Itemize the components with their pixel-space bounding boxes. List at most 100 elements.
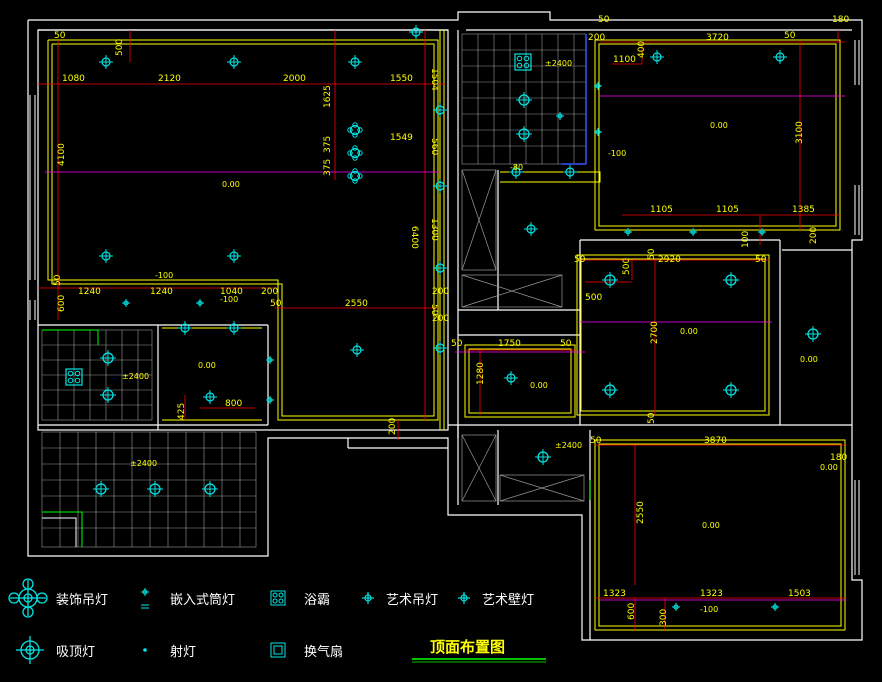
dim-label: 200	[588, 33, 605, 43]
dim-label: 1240	[78, 287, 101, 297]
dim-label: 200	[432, 287, 449, 297]
level-marks: 0.00 -100 ±2400 0.00 0.00 -100 ±2400 ±24…	[122, 59, 838, 614]
wardrobes	[461, 169, 585, 502]
dim-label: 2120	[158, 74, 181, 84]
dim-label: 1503	[788, 589, 811, 599]
level-label: 0.00	[702, 521, 720, 530]
walls	[27, 11, 863, 641]
bath-heater-icon	[270, 590, 286, 606]
legend: 装饰吊灯 嵌入式筒灯 浴霸 艺术吊灯 艺术壁灯 吸顶灯 射灯	[8, 578, 546, 664]
exhaust-fan-icon	[270, 642, 286, 658]
dim-label: 2550	[345, 299, 368, 309]
dim-label: 50	[53, 274, 63, 286]
legend-label: 浴霸	[304, 593, 330, 608]
dim-label: 50	[590, 436, 602, 446]
dimension-labels: 50 500 1080 2120 2000 1550 1504 1625 375…	[53, 15, 849, 626]
recessed-downlight-icon	[141, 588, 149, 609]
legend-label: 装饰吊灯	[56, 593, 108, 608]
dim-label: 1385	[792, 205, 815, 215]
legend-label: 嵌入式筒灯	[170, 592, 235, 608]
dim-label: 50	[647, 248, 657, 260]
dim-label: 1105	[716, 205, 739, 215]
ceiling-frames	[47, 30, 846, 631]
dim-label: 375	[323, 159, 333, 176]
level-label: 0.00	[800, 355, 818, 364]
level-label: 0.00	[222, 180, 240, 189]
dim-label: 1504	[429, 68, 439, 91]
dim-label: 600	[627, 603, 637, 620]
dim-label: 2000	[283, 74, 306, 84]
legend-label: 艺术吊灯	[386, 593, 438, 608]
dim-label: 1549	[390, 133, 413, 143]
level-label: ±2400	[130, 459, 157, 468]
level-label: -100	[155, 271, 173, 280]
dim-label: 300	[659, 609, 669, 626]
dim-label: 1280	[476, 362, 486, 385]
dim-label: 50	[270, 299, 282, 309]
dim-label: 50	[784, 31, 796, 41]
dim-label: 2550	[636, 501, 646, 524]
legend-label: 换气扇	[304, 644, 343, 660]
dim-label: 3870	[704, 436, 727, 446]
level-label: ±2400	[545, 59, 572, 68]
dim-label: 1550	[390, 74, 413, 84]
dim-label: 500	[622, 258, 632, 275]
dim-label: 600	[57, 295, 67, 312]
dim-label: 180	[830, 453, 847, 463]
dim-label: 200	[388, 418, 398, 435]
dim-label: 50	[574, 255, 586, 265]
legend-label: 射灯	[170, 644, 196, 660]
level-label: ±2400	[555, 441, 582, 450]
ceiling-lamp-icon	[16, 636, 44, 664]
dim-label: 50	[647, 412, 657, 424]
dim-label: 2920	[658, 255, 681, 265]
art-wall-lamp-icon	[458, 592, 470, 604]
dim-label: 425	[177, 403, 187, 420]
spotlight-icon	[143, 648, 147, 652]
level-label: ±2400	[122, 372, 149, 381]
bath-trims	[42, 329, 591, 547]
dim-label: 200	[809, 227, 819, 244]
dim-label: 500	[115, 39, 125, 56]
level-label: 0.00	[680, 327, 698, 336]
level-label: 0.00	[710, 121, 728, 130]
dim-label: 1323	[700, 589, 723, 599]
dim-label: 375	[323, 136, 333, 153]
windows	[29, 40, 860, 575]
dim-label: 50	[560, 339, 572, 349]
dim-label: 3720	[706, 33, 729, 43]
dim-label: 2700	[650, 321, 660, 344]
dim-label: 560	[429, 138, 439, 155]
dim-label: 50	[755, 255, 767, 265]
dim-label: 400	[637, 41, 647, 58]
legend-label: 艺术壁灯	[482, 593, 534, 608]
dim-label: 1750	[498, 339, 521, 349]
decorative-chandelier-icon	[8, 578, 48, 618]
axis-lines	[45, 95, 845, 601]
dim-label: 1100	[613, 55, 636, 65]
level-label: 0.00	[820, 463, 838, 472]
dim-label: 1300	[429, 218, 439, 241]
dim-label: 50	[598, 15, 610, 25]
dim-label: 1240	[150, 287, 173, 297]
dim-label: 180	[832, 15, 849, 25]
dim-label: 1105	[650, 205, 673, 215]
dim-label: 200	[432, 314, 449, 324]
dim-label: 800	[225, 399, 242, 409]
dim-label: 1323	[603, 589, 626, 599]
level-label: 0.00	[198, 361, 216, 370]
dim-label: 1080	[62, 74, 85, 84]
drawing-title: 顶面布置图	[430, 638, 505, 656]
dim-label: 6400	[409, 226, 419, 249]
tile-grids	[41, 33, 587, 548]
level-label: -100	[700, 605, 718, 614]
level-label: -100	[220, 295, 238, 304]
dimension-lines	[38, 30, 845, 630]
dim-label: 3100	[795, 121, 805, 144]
dim-label: 50	[54, 31, 66, 41]
legend-label: 吸顶灯	[56, 645, 95, 660]
dim-label: 1625	[323, 85, 333, 108]
level-label: -80	[510, 163, 523, 172]
dim-label: 50	[429, 304, 439, 316]
